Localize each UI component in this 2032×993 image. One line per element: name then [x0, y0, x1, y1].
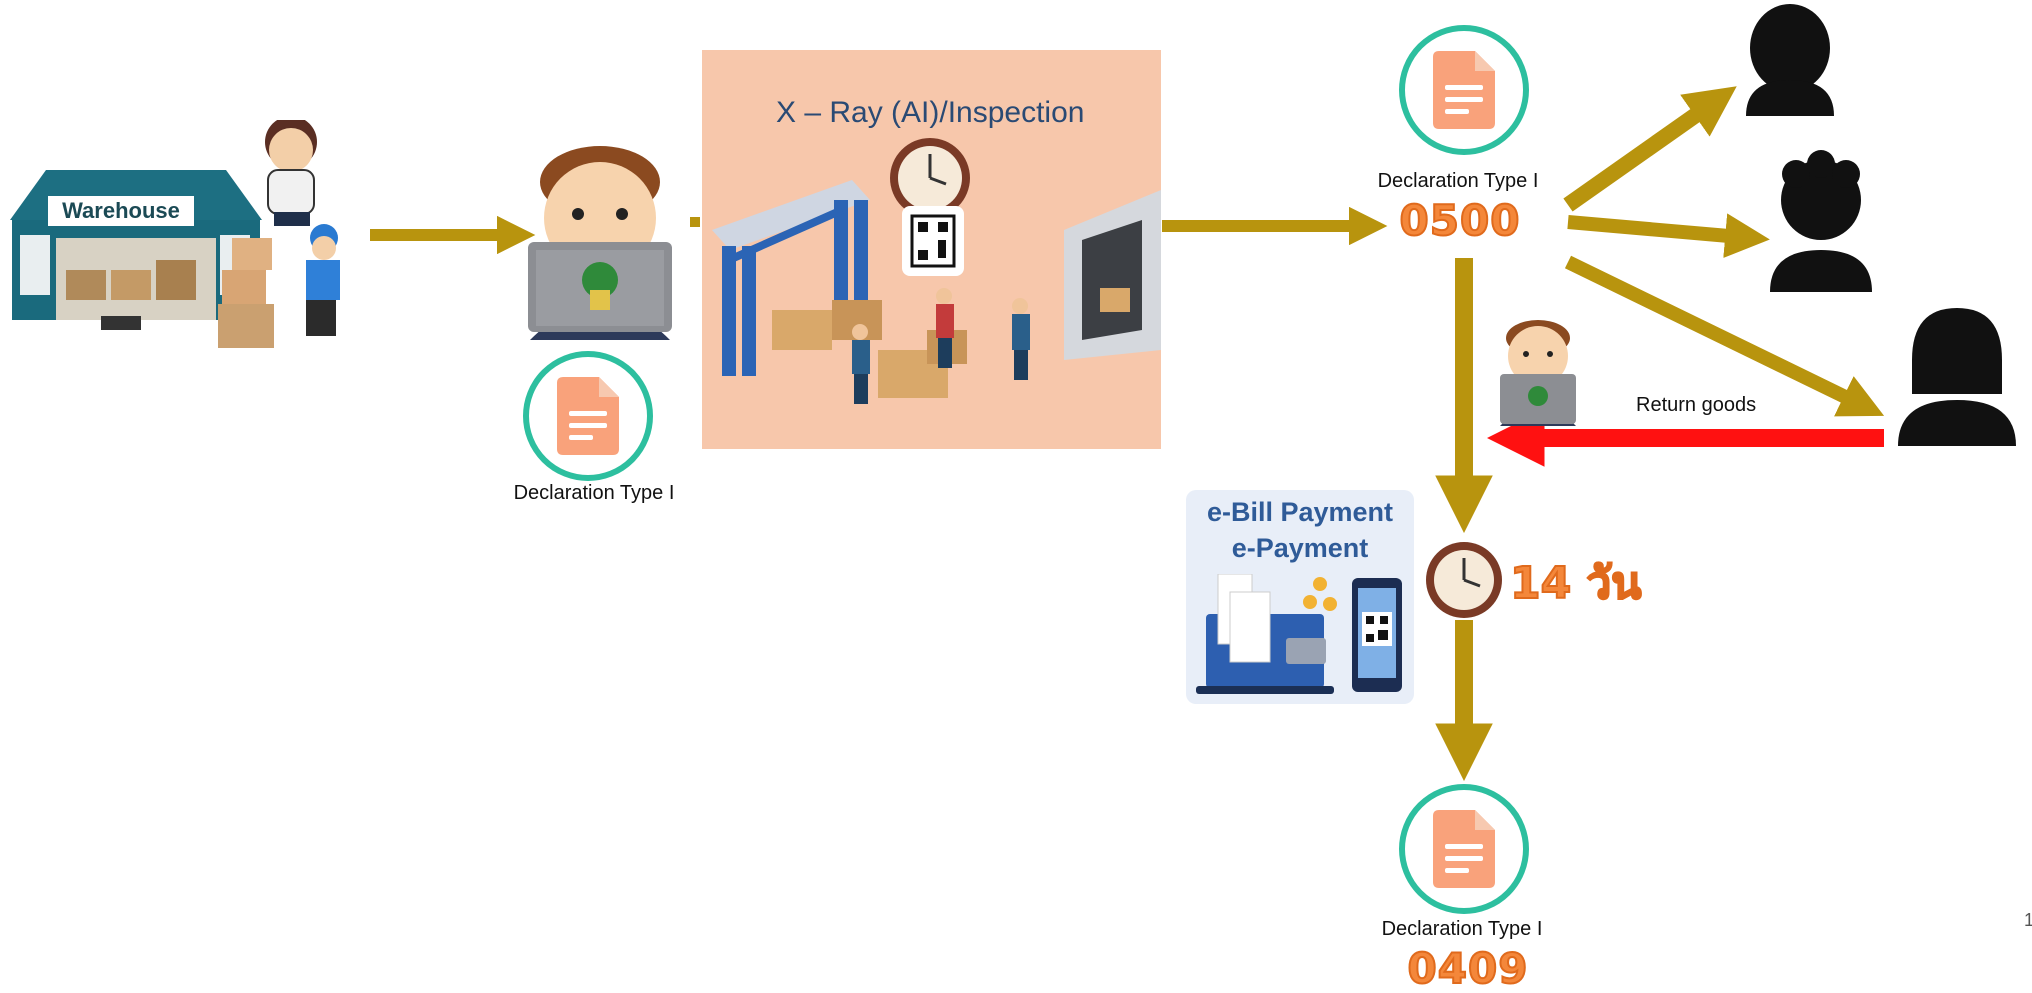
arrow-to-person-top	[1563, 86, 1737, 212]
document-icon	[1433, 810, 1495, 888]
person-silhouette-icon	[1770, 150, 1872, 292]
clock-icon	[1426, 542, 1502, 618]
person-silhouette-icon	[1746, 4, 1834, 116]
declaration-caption-2: Declaration Type I	[1377, 170, 1539, 192]
payment-panel: e-Bill Payment e-Payment	[1186, 490, 1414, 704]
xray-inspection-panel: X – Ray (AI)/Inspection	[702, 50, 1161, 449]
declaration-caption-3: Declaration Type I	[1381, 918, 1543, 940]
laptop-officer-icon	[528, 146, 672, 340]
declaration-code-0409: 0409	[1407, 943, 1529, 993]
document-icon	[1433, 51, 1495, 129]
warehouse-icon	[10, 120, 340, 348]
arrow-to-person-middle	[1567, 213, 1770, 258]
payment-device-icon	[1196, 574, 1402, 694]
payment-title-line1: e-Bill Payment	[1206, 497, 1394, 527]
warehouse-sign: Warehouse	[62, 198, 180, 223]
document-circle-1	[523, 351, 653, 481]
inspection-scene	[712, 138, 1161, 404]
declaration-caption-1: Declaration Type I	[513, 482, 675, 504]
document-icon	[557, 377, 619, 455]
document-circle-2	[1399, 25, 1529, 155]
warehouse-group: Warehouse	[6, 120, 346, 370]
arrow-to-person-bottom	[1564, 255, 1885, 417]
xray-title: X – Ray (AI)/Inspection	[776, 96, 1085, 129]
document-circle-3	[1399, 784, 1529, 914]
return-goods-label: Return goods	[1636, 394, 1757, 416]
payment-days-label: 14 วัน	[1509, 557, 1642, 610]
person-silhouette-icon	[1898, 308, 2016, 446]
payment-title-line2: e-Payment	[1231, 533, 1369, 563]
page-number: 1	[2024, 910, 2032, 930]
declaration-code-0500: 0500	[1399, 195, 1521, 246]
laptop-officer-icon	[1500, 320, 1576, 426]
